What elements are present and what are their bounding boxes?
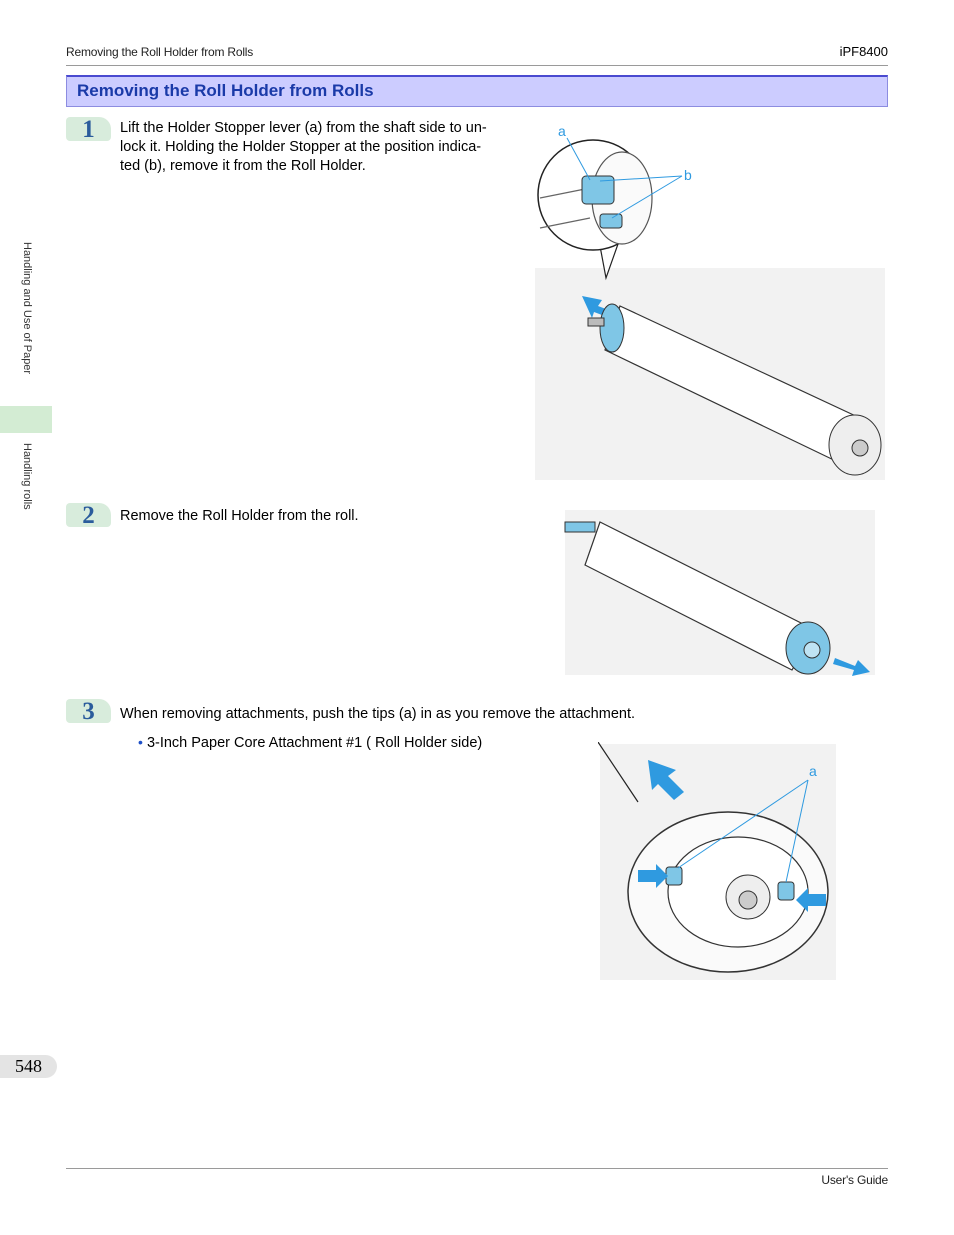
header-divider — [66, 65, 888, 66]
running-header-section: Removing the Roll Holder from Rolls — [66, 45, 254, 59]
side-tab-chapter[interactable]: Handling and Use of Paper — [0, 240, 52, 406]
label-a: a — [809, 763, 817, 779]
step-1-line: ted (b), remove it from the Roll Holder. — [120, 158, 366, 174]
step-2-illustration — [564, 510, 875, 676]
label-a-leader — [677, 779, 809, 869]
step-1-line: Lift the Holder Stopper lever (a) from t… — [120, 120, 487, 136]
attachment-tip-left — [665, 866, 683, 886]
footer-guide-name: User's Guide — [821, 1173, 888, 1187]
attachment-core — [738, 890, 758, 910]
step-2-text: Remove the Roll Holder from the roll. — [120, 508, 359, 524]
holder-shaft-tip — [587, 317, 605, 327]
roll-end-hub — [851, 439, 869, 457]
attachment-tip-right — [777, 881, 795, 901]
running-header-model: iPF8400 — [839, 44, 888, 59]
side-tab-section[interactable]: Handling rolls — [0, 440, 52, 530]
bullet-text: 3-Inch Paper Core Attachment #1 ( Roll H… — [146, 735, 483, 751]
side-tab-active-marker — [0, 406, 52, 433]
label-b-leader — [611, 175, 683, 219]
step-3-text: When removing attachments, push the tips… — [120, 706, 636, 722]
shaft-line — [598, 742, 639, 803]
step-1-number: 1 — [66, 117, 111, 142]
label-b: b — [684, 167, 692, 183]
section-title: Removing the Roll Holder from Rolls — [77, 81, 374, 100]
section-title-bar — [66, 75, 888, 107]
removal-arrow-icon — [833, 658, 870, 676]
roll-holder-hub — [803, 641, 821, 659]
push-arrow-right-icon — [796, 888, 826, 912]
side-tab-section-label: Handling rolls — [21, 443, 33, 510]
removal-arrow-icon — [648, 760, 684, 800]
step-3-illustration: a — [598, 742, 836, 980]
step-3-number: 3 — [66, 699, 111, 724]
bullet-icon: • — [138, 734, 143, 750]
label-a: a — [558, 123, 566, 139]
label-a-leader — [566, 137, 591, 181]
label-b-leader — [599, 175, 683, 182]
roll-body — [584, 521, 816, 671]
step-2-number: 2 — [66, 503, 111, 528]
holder-stopper-lever — [581, 175, 615, 205]
step-1-line: lock it. Holding the Holder Stopper at t… — [120, 139, 482, 155]
step-3-bullet-item: • 3-Inch Paper Core Attachment #1 ( Roll… — [138, 733, 482, 753]
page-number: 548 — [0, 1055, 57, 1078]
side-tab-chapter-label: Handling and Use of Paper — [21, 242, 33, 375]
step-1-text: Lift the Holder Stopper lever (a) from t… — [120, 119, 520, 176]
callout-pointer — [599, 243, 619, 281]
step-1-illustration: a b — [535, 123, 885, 480]
roll-holder-ring — [599, 303, 625, 353]
holder-stopper-grip — [599, 213, 623, 229]
push-arrow-left-icon — [638, 864, 668, 888]
footer-divider — [66, 1168, 888, 1169]
roll-shaft — [564, 521, 596, 533]
label-a-leader — [785, 779, 809, 883]
